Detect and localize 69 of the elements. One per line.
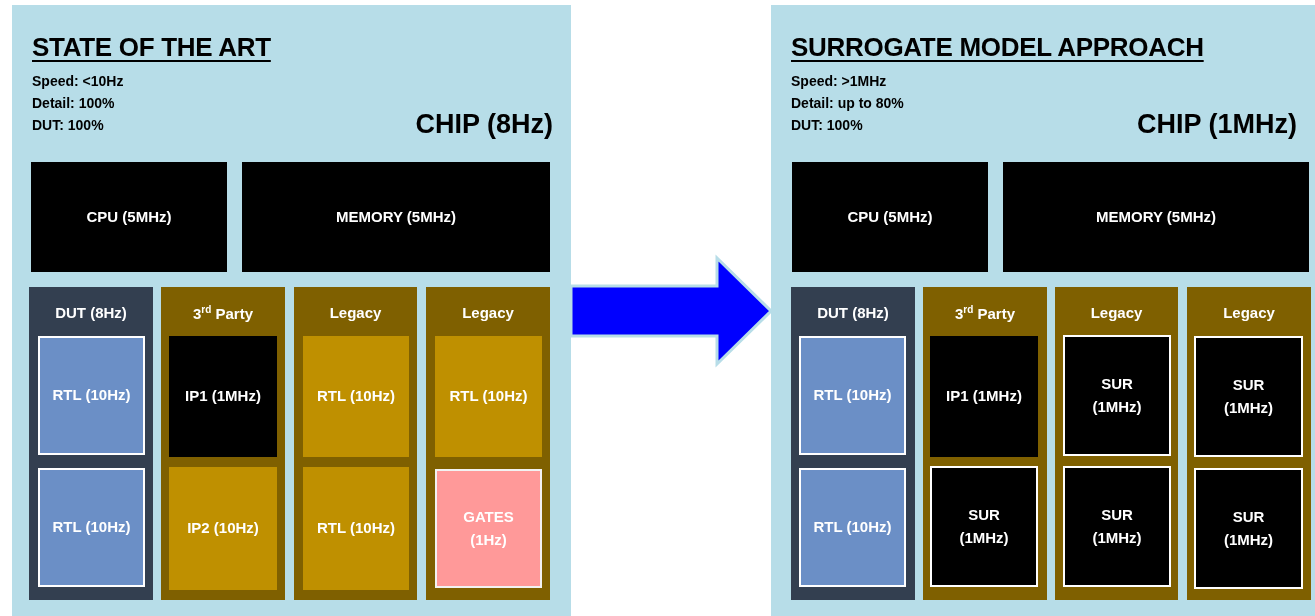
block-label: RTL (10Hz) <box>51 517 132 538</box>
block-label: SUR (1MHz) <box>1091 505 1143 548</box>
block-box <box>792 162 988 272</box>
chip-panel <box>771 5 1315 616</box>
block-box <box>799 468 906 587</box>
block-box <box>31 162 227 272</box>
block-label: MEMORY (5MHz) <box>335 206 457 227</box>
metric-text: Speed: >1MHz <box>791 73 887 89</box>
block-label: RTL (10Hz) <box>51 385 132 406</box>
block-box <box>435 469 542 588</box>
block-label: GATES (1Hz) <box>462 507 515 550</box>
metric-text: DUT: 100% <box>791 117 863 133</box>
block-box <box>169 467 277 590</box>
column-panel <box>1187 287 1311 600</box>
column-panel <box>1055 287 1178 600</box>
column-heading: DUT (8Hz) <box>816 304 890 321</box>
block-label: RTL (10Hz) <box>448 386 529 407</box>
metric-text: Detail: up to 80% <box>791 95 904 111</box>
block-label: IP1 (1MHz) <box>184 386 262 407</box>
block-arrow <box>569 254 774 368</box>
block-label: SUR (1MHz) <box>958 505 1010 548</box>
panel-title: SURROGATE MODEL APPROACH <box>791 32 1204 63</box>
block-box <box>38 468 145 587</box>
metric-text: Detail: 100% <box>32 95 115 111</box>
block-box <box>242 162 550 272</box>
column-heading: Legacy <box>328 304 383 321</box>
chip-label: CHIP (8Hz) <box>415 109 553 140</box>
metric-text: Speed: <10Hz <box>32 73 124 89</box>
chip-label: CHIP (1MHz) <box>1137 109 1297 140</box>
column-panel <box>923 287 1047 600</box>
block-box <box>38 336 145 455</box>
column-panel <box>294 287 417 600</box>
block-box <box>303 467 409 590</box>
block-box <box>1063 335 1171 456</box>
column-heading: 3$^{rd}$ Party <box>191 304 254 322</box>
block-box <box>799 336 906 455</box>
block-label: SUR (1MHz) <box>1091 374 1143 417</box>
column-heading: Legacy <box>461 304 515 321</box>
block-label: CPU (5MHz) <box>846 206 934 227</box>
block-label: RTL (10Hz) <box>812 517 893 538</box>
block-label: MEMORY (5MHz) <box>1095 206 1217 227</box>
block-box <box>435 336 542 457</box>
column-panel <box>426 287 550 600</box>
block-box <box>1194 336 1303 457</box>
block-label: CPU (5MHz) <box>85 206 173 227</box>
column-panel <box>29 287 153 600</box>
block-label: RTL (10Hz) <box>315 386 397 407</box>
column-panel <box>161 287 285 600</box>
block-label: RTL (10Hz) <box>812 385 893 406</box>
block-box <box>1003 162 1309 272</box>
column-heading: Legacy <box>1222 304 1276 321</box>
column-heading: 3$^{rd}$ Party <box>953 304 1016 322</box>
metric-text: DUT: 100% <box>32 117 104 133</box>
block-label: IP1 (1MHz) <box>945 386 1023 407</box>
column-heading: Legacy <box>1089 304 1144 321</box>
block-label: IP2 (10Hz) <box>186 518 260 539</box>
block-box <box>930 336 1038 457</box>
block-label: RTL (10Hz) <box>315 518 397 539</box>
panel-title: STATE OF THE ART <box>32 32 271 63</box>
block-box <box>303 336 409 457</box>
block-box <box>930 466 1038 587</box>
chip-panel <box>12 5 571 616</box>
block-box <box>169 336 277 457</box>
column-panel <box>791 287 915 600</box>
block-label: SUR (1MHz) <box>1222 507 1275 550</box>
column-heading: DUT (8Hz) <box>54 304 128 321</box>
block-label: SUR (1MHz) <box>1222 375 1275 418</box>
block-box <box>1194 468 1303 589</box>
block-box <box>1063 466 1171 587</box>
